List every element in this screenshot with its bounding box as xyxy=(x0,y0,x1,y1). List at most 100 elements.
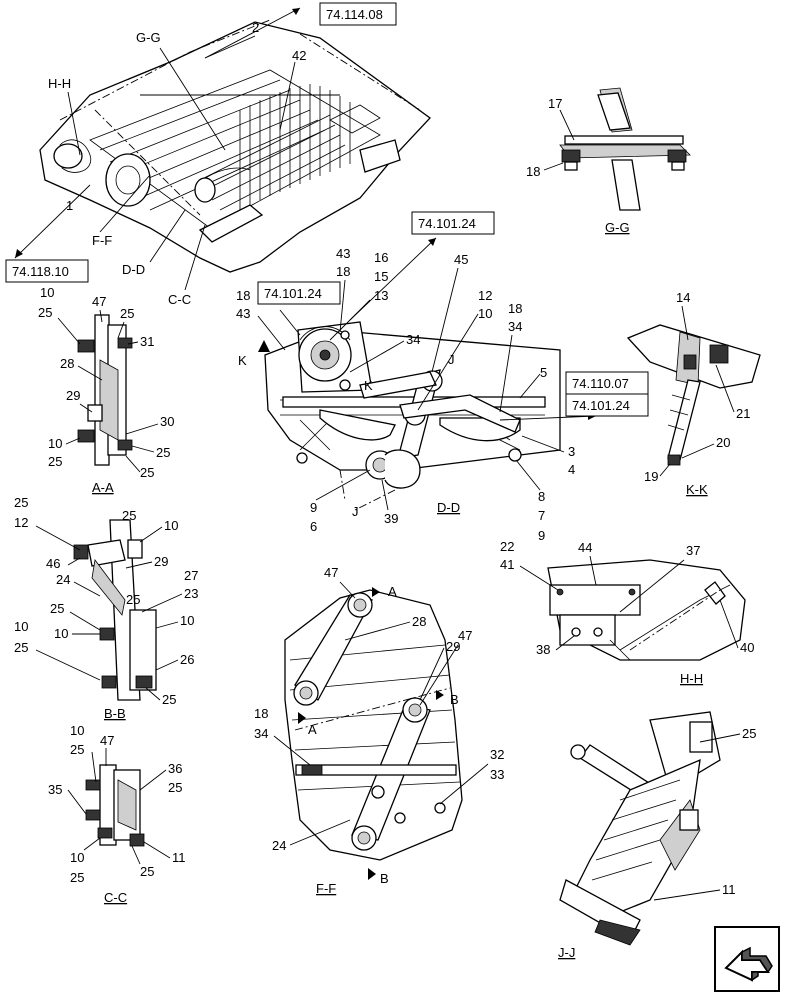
ref-box-3[interactable]: 74.101.24 xyxy=(411,211,495,235)
callout-ff-24: 24 xyxy=(272,838,286,853)
callout-hh-41: 41 xyxy=(500,557,514,572)
callout-cc-11: 11 xyxy=(172,850,186,865)
view-hh-drawing xyxy=(547,559,746,661)
callout-aa-25d: 25 xyxy=(156,445,170,460)
callout-bb-25e: 25 xyxy=(14,640,28,655)
callout-kk-21: 21 xyxy=(736,406,750,421)
callout-dd-43a: 43 xyxy=(336,246,350,261)
callout-dd-18a: 18 xyxy=(336,264,350,279)
callout-cc-10b: 10 xyxy=(70,850,84,865)
callout-jj-11: 11 xyxy=(722,882,736,897)
callout-cc-25d: 25 xyxy=(140,864,154,879)
section-mark-k-left: K xyxy=(238,353,247,368)
view-gg-drawing xyxy=(559,87,691,211)
ref-box-2[interactable]: 74.118.10 xyxy=(5,259,89,283)
view-kk-drawing xyxy=(626,324,761,466)
callout-jj-25: 25 xyxy=(742,726,756,741)
view-label-hh-pointer: H-H xyxy=(48,76,71,91)
callout-cc-25b: 25 xyxy=(168,780,182,795)
section-mark-a-top: A xyxy=(388,584,397,599)
callout-dd-34a: 34 xyxy=(406,332,420,347)
view-label-dd-pointer: D-D xyxy=(122,262,145,277)
callout-bb-10c: 10 xyxy=(14,619,28,634)
ref-box-3-label: 74.101.24 xyxy=(418,216,476,231)
callout-ff-47b: 47 xyxy=(458,628,472,643)
callout-kk-20: 20 xyxy=(716,435,730,450)
view-aa-drawing xyxy=(77,314,133,466)
callout-dd-3: 3 xyxy=(568,444,575,459)
callout-cc-25a: 25 xyxy=(70,742,84,757)
section-mark-j-bottom: J xyxy=(352,504,359,519)
ref-box-4[interactable]: 74.101.24 xyxy=(257,281,341,305)
callout-bb-24: 24 xyxy=(56,572,70,587)
view-title-gg: G-G xyxy=(605,220,630,235)
view-dd-drawing xyxy=(264,321,561,511)
ref-box-1-label: 74.114.08 xyxy=(326,7,383,22)
ref-box-6[interactable]: 74.101.24 xyxy=(565,393,649,417)
callout-dd-34b: 34 xyxy=(508,319,522,334)
callout-gg-17: 17 xyxy=(548,96,562,111)
navigation-button[interactable] xyxy=(714,926,780,992)
callout-main-42: 42 xyxy=(292,48,306,63)
callout-ff-29: 29 xyxy=(446,639,460,654)
view-ff-drawing xyxy=(284,589,463,861)
callout-ff-47a: 47 xyxy=(324,565,338,580)
callout-dd-39: 39 xyxy=(384,511,398,526)
callout-dd-6: 6 xyxy=(310,519,317,534)
section-mark-a-bottom: A xyxy=(308,722,317,737)
view-cc-drawing xyxy=(85,764,145,847)
callout-bb-10d: 10 xyxy=(54,626,68,641)
callout-bb-10b: 10 xyxy=(180,613,194,628)
callout-dd-10: 10 xyxy=(478,306,492,321)
callout-dd-7: 7 xyxy=(538,508,545,523)
callout-aa-47: 47 xyxy=(92,294,106,309)
section-mark-k-inner: K xyxy=(364,378,373,393)
callout-cc-10a: 10 xyxy=(70,723,84,738)
view-title-aa: A-A xyxy=(92,480,114,495)
ref-box-1[interactable]: 74.114.08 xyxy=(319,2,397,26)
callout-aa-10: 10 xyxy=(40,285,54,300)
ref-box-5[interactable]: 74.110.07 xyxy=(565,371,649,395)
callout-bb-25f: 25 xyxy=(162,692,176,707)
callout-dd-5: 5 xyxy=(540,365,547,380)
view-title-bb: B-B xyxy=(104,706,126,721)
callout-aa-25c: 25 xyxy=(48,454,62,469)
callout-bb-27: 27 xyxy=(184,568,198,583)
view-title-dd: D-D xyxy=(437,500,460,515)
callout-ff-28: 28 xyxy=(412,614,426,629)
callout-gg-18: 18 xyxy=(526,164,540,179)
callout-dd-9a: 9 xyxy=(538,528,545,543)
callout-main-1: 1 xyxy=(66,198,73,213)
ref-box-6-label: 74.101.24 xyxy=(572,398,630,413)
callout-aa-25a: 25 xyxy=(38,305,52,320)
callout-bb-26: 26 xyxy=(180,652,194,667)
callout-bb-25d: 25 xyxy=(50,601,64,616)
callout-bb-10a: 10 xyxy=(164,518,178,533)
callout-main-2: 2 xyxy=(252,20,259,35)
callout-aa-31: 31 xyxy=(140,334,154,349)
callout-dd-8: 8 xyxy=(538,489,545,504)
callout-cc-35: 35 xyxy=(48,782,62,797)
callout-ff-34: 34 xyxy=(254,726,268,741)
view-label-gg-pointer: G-G xyxy=(136,30,161,45)
view-title-cc: C-C xyxy=(104,890,127,905)
callout-kk-19: 19 xyxy=(644,469,658,484)
callout-hh-37: 37 xyxy=(686,543,700,558)
callout-hh-22: 22 xyxy=(500,539,514,554)
callout-bb-23: 23 xyxy=(184,586,198,601)
view-bb-drawing xyxy=(73,519,157,701)
view-label-ff-pointer: F-F xyxy=(92,233,112,248)
callout-dd-4: 4 xyxy=(568,462,575,477)
callout-dd-15: 15 xyxy=(374,269,388,284)
ref-box-5-label: 74.110.07 xyxy=(572,376,629,391)
view-label-cc-pointer: C-C xyxy=(168,292,191,307)
ref-box-2-label: 74.118.10 xyxy=(12,264,69,279)
view-title-kk: K-K xyxy=(686,482,708,497)
main-assembly-drawing xyxy=(39,19,431,273)
ref-box-4-label: 74.101.24 xyxy=(264,286,322,301)
section-mark-b-bottom: B xyxy=(380,871,389,886)
callout-aa-10b: 10 xyxy=(48,436,62,451)
callout-dd-12: 12 xyxy=(478,288,492,303)
callout-aa-29: 29 xyxy=(66,388,80,403)
